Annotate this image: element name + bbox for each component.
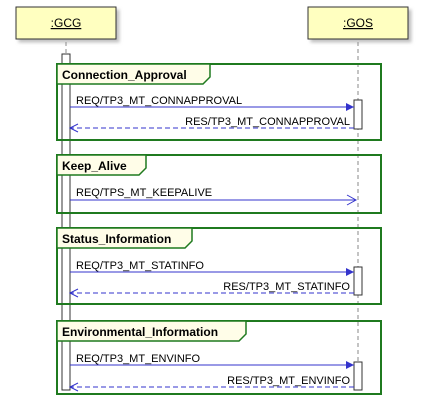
participant-gos-label: :GOS — [343, 16, 373, 30]
open-arrowhead-icon — [68, 382, 79, 392]
message-label: RES/TP3_MT_CONNAPPROVAL — [185, 116, 350, 128]
message-label: REQ/TPS_MT_KEEPALIVE — [76, 187, 212, 199]
participant-gos[interactable]: :GOS — [307, 6, 409, 40]
message-label: REQ/TP3_MT_STATINFO — [76, 260, 204, 272]
fragment-environmental-information: Environmental_Information REQ/TP3_MT_ENV… — [56, 320, 382, 395]
message-label: REQ/TP3_MT_ENVINFO — [76, 353, 201, 365]
arrowhead-icon — [346, 268, 354, 276]
gos-activation-bar — [353, 266, 363, 296]
fragment-title: Environmental_Information — [62, 325, 218, 339]
fragment-title: Status_Information — [62, 232, 171, 246]
fragment-connection-approval: Connection_Approval REQ/TP3_MT_CONNAPPRO… — [56, 63, 382, 141]
fragment-status-information: Status_Information REQ/TP3_MT_STATINFO R… — [56, 227, 382, 305]
open-arrowhead-icon — [68, 123, 79, 133]
arrowhead-icon — [346, 361, 354, 369]
gcg-activation-bar — [61, 53, 71, 391]
open-arrowhead-icon — [68, 288, 79, 298]
fragment-title: Keep_Alive — [62, 159, 127, 173]
fragment-keep-alive: Keep_Alive REQ/TPS_MT_KEEPALIVE — [56, 154, 382, 214]
message-label: RES/TP3_MT_ENVINFO — [227, 375, 350, 387]
arrowhead-icon — [346, 103, 354, 111]
participant-gcg[interactable]: :GCG — [15, 6, 117, 40]
participant-gcg-label: :GCG — [51, 16, 82, 30]
gos-activation-bar — [353, 99, 363, 130]
gos-activation-bar — [353, 361, 363, 391]
open-arrowhead-icon — [346, 194, 358, 206]
message-label: REQ/TP3_MT_CONNAPPROVAL — [76, 95, 242, 107]
message-label: RES/TP3_MT_STATINFO — [223, 281, 350, 293]
fragment-title: Connection_Approval — [62, 68, 187, 82]
